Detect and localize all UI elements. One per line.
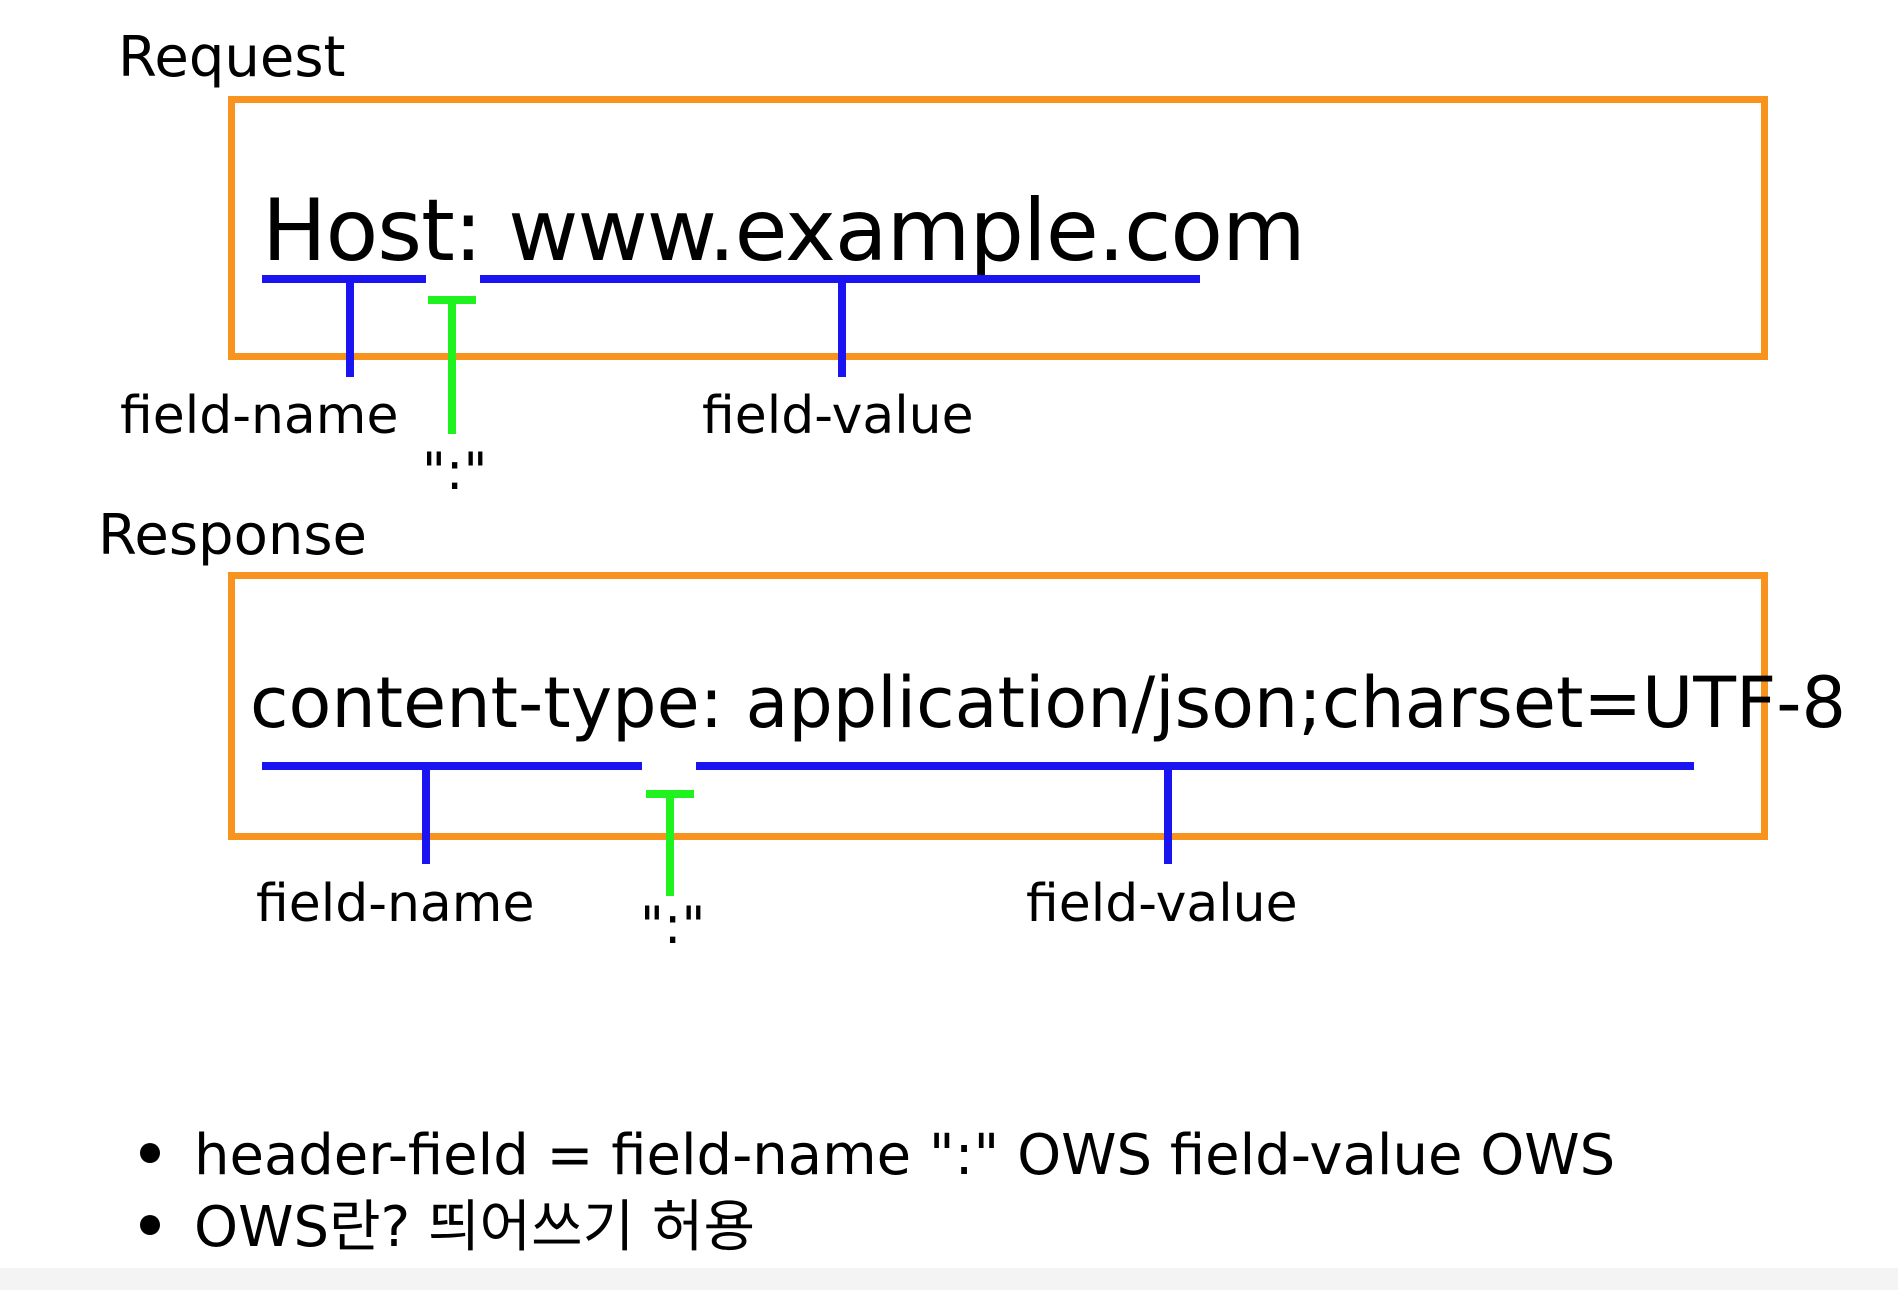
request-name-bracket-stem — [346, 275, 354, 377]
response-name-bracket-stem — [422, 762, 430, 864]
bullet-icon — [140, 1142, 160, 1163]
response-title: Response — [98, 503, 367, 568]
response-value-bracket-stem — [1164, 762, 1172, 864]
response-field-name-label: field-name — [256, 874, 535, 934]
response-box — [228, 572, 1768, 840]
note-text: OWS란? 띄어쓰기 허용 — [194, 1195, 755, 1260]
request-header-line: Host: www.example.com — [262, 181, 1306, 281]
request-name-bracket — [262, 275, 426, 283]
response-header-line: content-type: application/json;charset=U… — [250, 662, 1847, 744]
response-colon-label: ":" — [640, 896, 706, 956]
request-field-name-label: field-name — [120, 386, 399, 446]
response-name-bracket — [262, 762, 642, 770]
request-title: Request — [118, 25, 346, 90]
request-box — [228, 96, 1768, 360]
request-value-bracket-stem — [838, 275, 846, 377]
response-colon-bracket-stem — [666, 790, 674, 896]
request-colon-label: ":" — [422, 442, 488, 502]
note-text: header-field = field-name ":" OWS field-… — [194, 1123, 1616, 1188]
list-item: header-field = field-name ":" OWS field-… — [140, 1128, 1615, 1184]
response-value-bracket — [696, 762, 1694, 770]
response-field-value-label: field-value — [1026, 874, 1298, 934]
request-colon-bracket-stem — [448, 296, 456, 434]
bottom-divider — [0, 1268, 1898, 1290]
request-field-value-label: field-value — [702, 386, 974, 446]
bullet-icon — [140, 1214, 160, 1235]
list-item: OWS란? 띄어쓰기 허용 — [140, 1200, 755, 1256]
